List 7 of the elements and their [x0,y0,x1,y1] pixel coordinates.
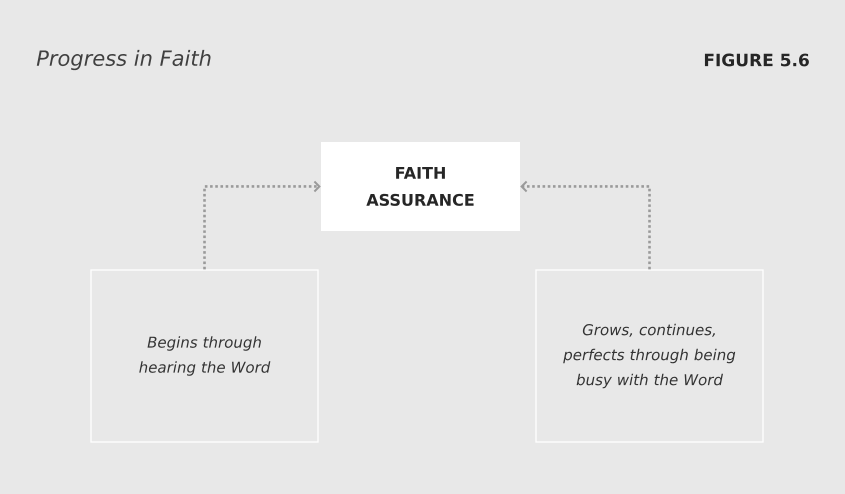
arrow [520,180,651,270]
text-box: Grows, continues, perfects through being busy with the Word [535,269,764,443]
figure-number: FIGURE 5.6 [704,54,809,66]
title-box: FAITH ASSURANCE [321,142,520,231]
title: Progress in Faith [36,50,210,70]
text-box: Begins through hearing the Word [90,269,319,443]
arrow [203,180,321,270]
